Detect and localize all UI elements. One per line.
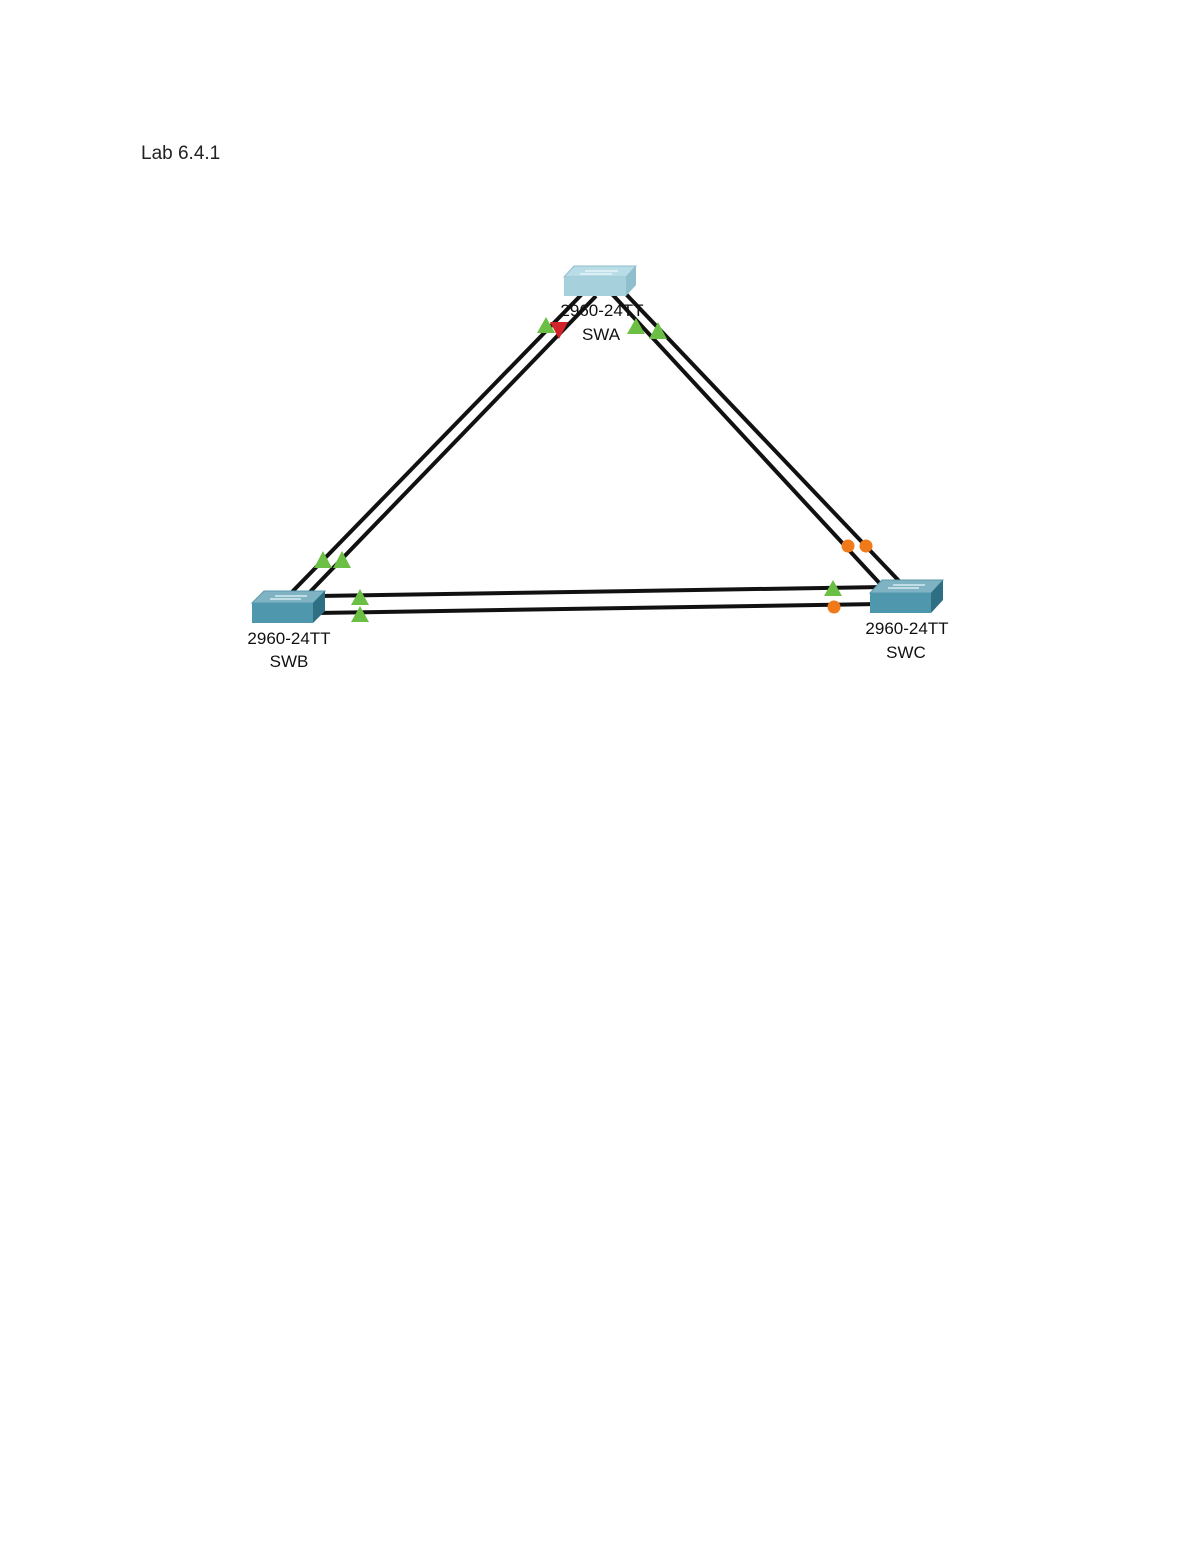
port-forwarding-icon [351, 606, 369, 622]
port-forwarding-icon [824, 580, 842, 596]
link-swa-swb[interactable] [290, 290, 598, 596]
link-swb-swc-1[interactable] [317, 585, 885, 598]
swb-model-label: 2960-24TT [247, 629, 330, 648]
link-swb-swc[interactable] [315, 585, 885, 615]
switch-swa[interactable] [562, 265, 638, 296]
switch-swb[interactable] [250, 590, 327, 623]
port-forwarding-icon [537, 317, 555, 333]
port-down-icon [550, 322, 568, 339]
switch-swa-front [564, 277, 626, 296]
port-blocking-icon [841, 539, 855, 553]
swc-model-label: 2960-24TT [865, 619, 948, 638]
switch-swb-top [250, 590, 327, 604]
port-forwarding-icon [351, 589, 369, 605]
port-forwarding-icon [627, 318, 645, 334]
link-swb-swc-2[interactable] [315, 602, 881, 615]
port-forwarding-icon [314, 551, 332, 568]
port-forwarding-icon [333, 551, 351, 568]
switch-swb-side [313, 591, 325, 623]
switch-swb-front [252, 603, 313, 623]
link-swa-swc[interactable] [610, 290, 902, 590]
switch-swc-top [868, 579, 945, 594]
link-swa-swb-2[interactable] [306, 294, 598, 596]
link-swa-swc-1[interactable] [610, 292, 886, 590]
page-title: Lab 6.4.1 [141, 143, 221, 164]
swa-name-label: SWA [582, 325, 621, 344]
port-forwarding-icon [649, 322, 667, 339]
swb-name-label: SWB [270, 652, 309, 671]
swc-name-label: SWC [886, 643, 926, 662]
switch-swc-side [931, 580, 943, 613]
link-swa-swc-2[interactable] [622, 290, 902, 584]
switch-swc[interactable] [868, 579, 945, 613]
switch-swc-front [870, 593, 931, 613]
switch-swa-side [626, 266, 636, 296]
swa-model-label: 2960-24TT [560, 301, 643, 320]
link-swa-swb-1[interactable] [290, 290, 586, 594]
port-blocking-icon [859, 539, 873, 553]
port-blocking-icon [827, 600, 841, 614]
